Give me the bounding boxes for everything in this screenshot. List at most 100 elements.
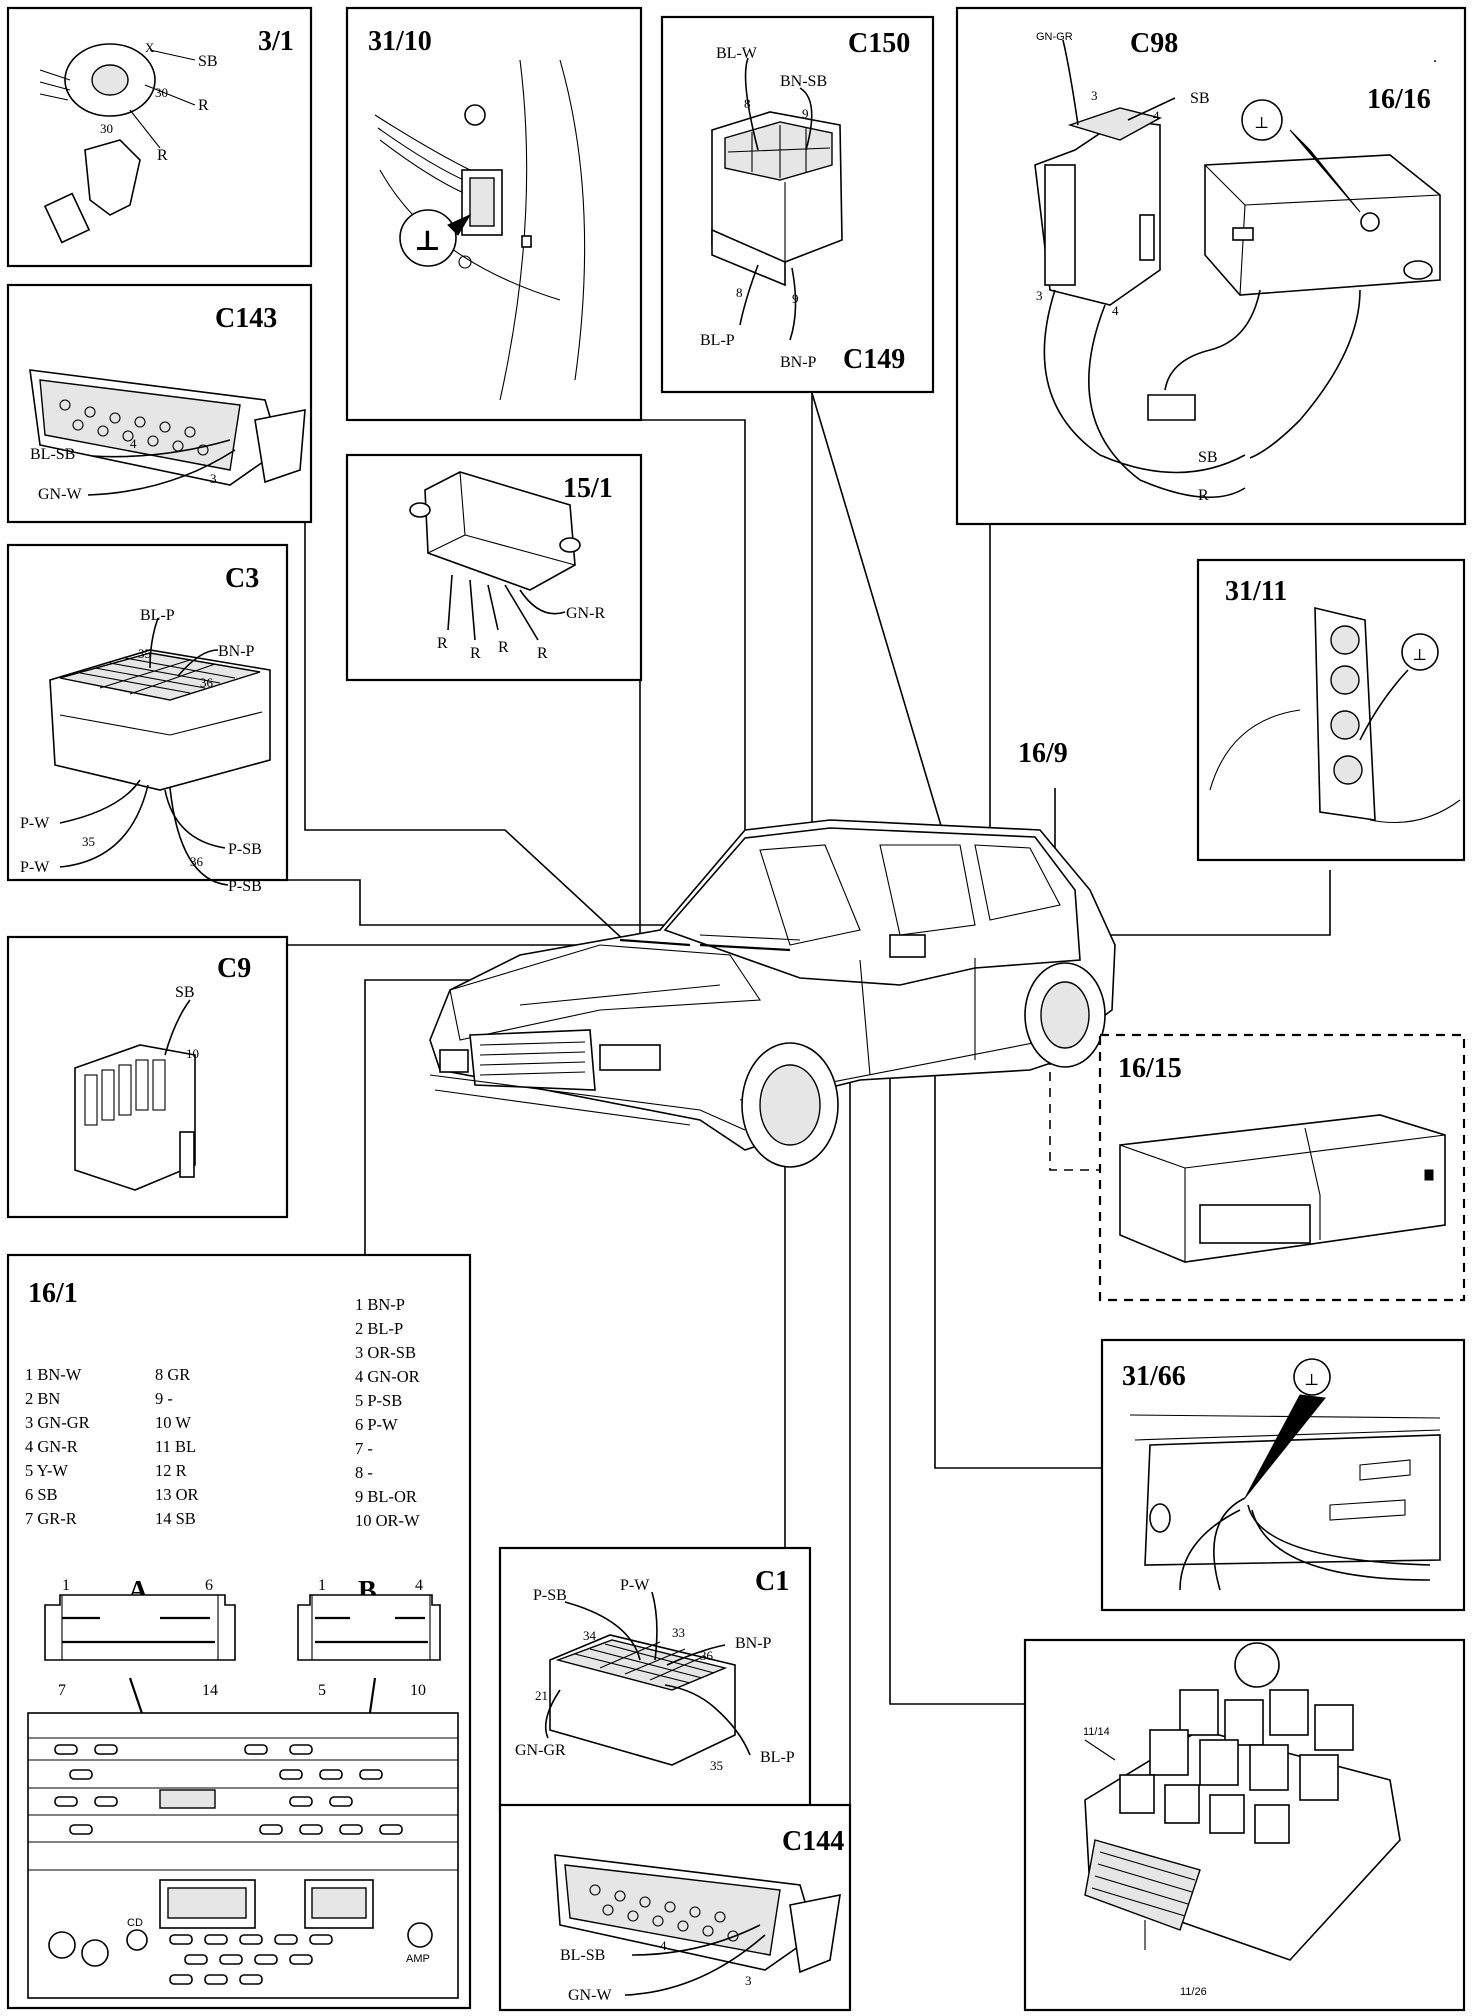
label-text: 35 <box>138 646 151 661</box>
label-text: R <box>498 639 509 656</box>
label-text: 10 <box>186 1046 199 1061</box>
label-text: 10 OR-W <box>355 1511 420 1530</box>
car-illustration <box>429 819 1116 1168</box>
panel-c143: C143 BL-SB 4 GN-W 3 <box>6 283 313 524</box>
label-text: R <box>198 97 209 114</box>
panel-title: C1 <box>755 1566 789 1597</box>
label-text: ⊥ <box>1254 115 1269 132</box>
connector-a: A 1 6 7 14 <box>44 1576 236 1699</box>
label-text: 33 <box>672 1625 685 1640</box>
label-text: 4 <box>1112 303 1119 318</box>
panel-title: C144 <box>782 1826 844 1857</box>
panel-16-15: 16/15 <box>1098 1033 1466 1302</box>
label-text: 5 P-SB <box>355 1391 402 1410</box>
label-text: 9 <box>792 291 799 306</box>
label-text: CD <box>127 1917 143 1929</box>
panel-title-2: C149 <box>843 344 905 375</box>
label-text: GN-W <box>568 1987 612 2004</box>
label-text: 4 <box>1153 108 1160 123</box>
label-text: 4 <box>415 1577 423 1594</box>
label-text: SB <box>1190 90 1210 107</box>
panel-title: C98 <box>1130 28 1178 59</box>
panel-31-11: 31/11 ⊥ <box>1196 558 1466 862</box>
label-text: AMP <box>406 1953 430 1965</box>
label-text: SB <box>198 53 218 70</box>
label-text: ⊥ <box>1412 647 1427 664</box>
label-text: R <box>157 147 168 164</box>
pin-list-col2: 8 GR 9 - 10 W 11 BL 12 R 13 OR 14 SB <box>155 1365 199 1528</box>
panel-c150: C150 C149 BL-W BN-SB 8 9 8 9 BL-P BN-P <box>660 15 935 394</box>
label-text: 6 SB <box>25 1485 58 1504</box>
label-text: SB <box>1198 449 1218 466</box>
pin-list-col3: 1 BN-P 2 BL-P 3 OR-SB 4 GN-OR 5 P-SB 6 P… <box>355 1295 420 1530</box>
label-text: 10 <box>410 1682 426 1699</box>
label-text: P-SB <box>228 878 262 895</box>
label-text: 3 <box>210 471 217 486</box>
panel-c1: C1 P-SB P-W 34 33 BN-P 36 21 GN-GR 35 BL… <box>498 1546 812 1812</box>
label-text: 1 BN-W <box>25 1365 82 1384</box>
label-text: 9 <box>802 106 809 121</box>
panel-relay-box: 11/14 11/26 <box>1023 1638 1466 2012</box>
label-text: 14 SB <box>155 1509 196 1528</box>
label-text: 6 P-W <box>355 1415 398 1434</box>
label-text: 9 - <box>155 1389 173 1408</box>
svg-text:.: . <box>1433 49 1437 66</box>
label-text: 34 <box>583 1628 597 1643</box>
panel-31-10: 31/10 ⊥ <box>345 6 643 422</box>
panel-c144: C144 BL-SB 4 GN-W 3 <box>498 1803 852 2012</box>
label-text: P-W <box>20 859 50 876</box>
label-text: 11 BL <box>155 1437 196 1456</box>
panel-16-1: 16/1 1 BN-W 2 BN 3 GN-GR 4 GN-R 5 Y-W 6 … <box>6 1253 472 2010</box>
label-text: 12 R <box>155 1461 187 1480</box>
label-text: 2 BN <box>25 1389 60 1408</box>
label-text: 21 <box>535 1688 548 1703</box>
label-text: SB <box>175 984 195 1001</box>
label-text: X <box>145 40 155 55</box>
label-text: 4 GN-R <box>25 1437 78 1456</box>
label-text: R <box>437 635 448 652</box>
label-text: 5 Y-W <box>25 1461 68 1480</box>
leader-lines <box>287 392 1331 1805</box>
label-text: BN-SB <box>780 73 827 90</box>
label-text: 7 GR-R <box>25 1509 77 1528</box>
label-text: 6 <box>205 1577 213 1594</box>
label-text: 3 <box>1091 88 1098 103</box>
label-text: R <box>1198 487 1209 504</box>
label-text: 8 - <box>355 1463 373 1482</box>
label-text: BL-SB <box>30 446 75 463</box>
panel-c3: C3 BL-P BN-P 35 36 P-W 35 P-W 36 P-SB P-… <box>6 543 289 895</box>
label-text: GN-GR <box>515 1742 566 1759</box>
panel-title: 31/11 <box>1225 576 1287 607</box>
label-text: 35 <box>82 834 95 849</box>
label-text: BL-P <box>760 1749 795 1766</box>
label-text: P-W <box>620 1577 650 1594</box>
label-text: 36 <box>700 1648 714 1663</box>
label-text: 30 <box>100 121 113 136</box>
panel-title: 31/10 <box>368 26 432 57</box>
label-text: P-W <box>20 815 50 832</box>
label-text: 10 W <box>155 1413 191 1432</box>
label-text: 7 <box>58 1682 66 1699</box>
label-text: BN-P <box>735 1635 772 1652</box>
label-text: 1 <box>62 1577 70 1594</box>
label-text: 3 GN-GR <box>25 1413 90 1432</box>
label-text: GN-GR <box>1036 31 1073 43</box>
label-text: P-SB <box>533 1587 567 1604</box>
label-text: 3 OR-SB <box>355 1343 416 1362</box>
label-text: 35 <box>710 1758 723 1773</box>
label-text: 1 BN-P <box>355 1295 405 1314</box>
panel-16-9-title: 16/9 <box>1018 738 1068 769</box>
connector-b: B 1 4 5 10 <box>297 1576 441 1699</box>
label-text: 3 <box>745 1973 752 1988</box>
panel-title: 3/1 <box>258 26 294 57</box>
panel-title: C150 <box>848 28 910 59</box>
label-text: 13 OR <box>155 1485 199 1504</box>
label-text: 30 <box>155 85 168 100</box>
panel-31-66: 31/66 ⊥ <box>1100 1338 1466 1612</box>
panel-title: C3 <box>225 563 259 594</box>
panel-title: C143 <box>215 303 277 334</box>
label-text: 9 BL-OR <box>355 1487 417 1506</box>
label-text: 4 GN-OR <box>355 1367 420 1386</box>
label-text: 8 <box>744 96 751 111</box>
